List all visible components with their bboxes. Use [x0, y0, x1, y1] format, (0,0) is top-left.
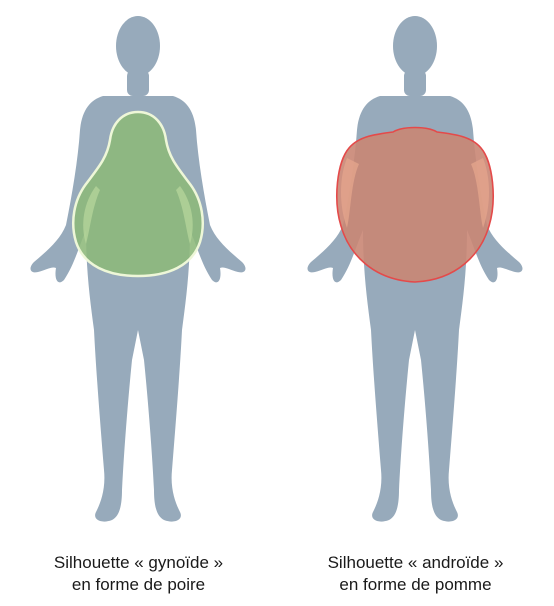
gynoid-figure: Silhouette « gynoïde » en forme de poire: [0, 0, 277, 606]
gynoid-caption-line2: en forme de poire: [0, 574, 277, 596]
android-figure: Silhouette « androïde » en forme de pomm…: [277, 0, 554, 606]
gynoid-body-illustration: [0, 0, 277, 540]
android-body-illustration: [277, 0, 554, 540]
apple-shape-overlay: [337, 128, 493, 283]
android-caption-line2: en forme de pomme: [277, 574, 554, 596]
android-caption-line1: Silhouette « androïde »: [277, 552, 554, 574]
gynoid-caption-line1: Silhouette « gynoïde »: [0, 552, 277, 574]
android-caption: Silhouette « androïde » en forme de pomm…: [277, 552, 554, 596]
gynoid-caption: Silhouette « gynoïde » en forme de poire: [0, 552, 277, 596]
